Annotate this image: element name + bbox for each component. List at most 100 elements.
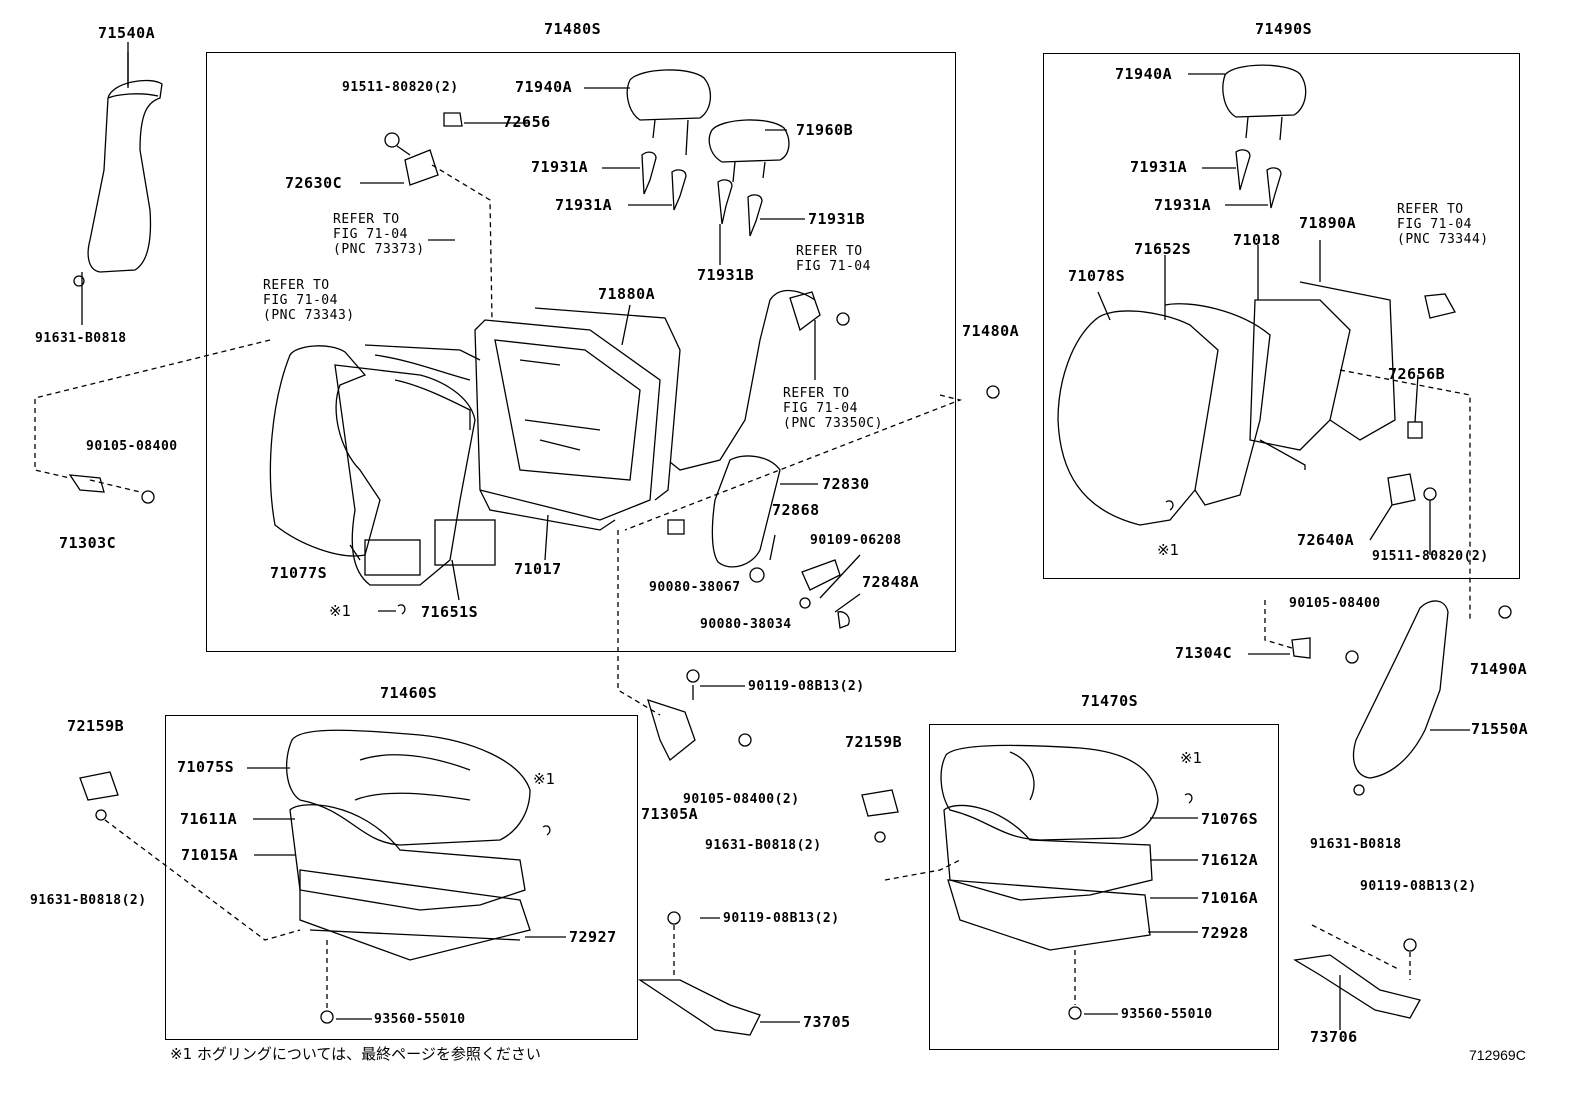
part-label-71550a: 71550A bbox=[1471, 720, 1529, 738]
group-label-71490s: 71490S bbox=[1255, 20, 1313, 38]
part-label-91631-b0818-2-right: 91631-B0818(2) bbox=[705, 838, 822, 853]
group-box-71460s bbox=[165, 715, 638, 1040]
part-label-71651s: 71651S bbox=[421, 603, 479, 621]
bracket-72630c-shape bbox=[404, 149, 439, 186]
frame-72927-shape bbox=[299, 869, 531, 961]
part-label-91631-b0818-right: 91631-B0818 bbox=[1310, 837, 1402, 852]
part-label-71540a: 71540A bbox=[98, 24, 156, 42]
refer-note-73343: REFER TO FIG 71-04 (PNC 73343) bbox=[263, 278, 355, 323]
refer-note-71-04: REFER TO FIG 71-04 bbox=[796, 244, 871, 274]
part-label-71612a: 71612A bbox=[1201, 851, 1259, 869]
part-label-71015a: 71015A bbox=[181, 846, 239, 864]
frame-72928-shape bbox=[947, 879, 1151, 951]
frame-71017-shape bbox=[474, 319, 661, 521]
group-box-71470s bbox=[929, 724, 1279, 1050]
part-label-71931a-r1: 71931A bbox=[1130, 158, 1188, 176]
bracket-71304c-shape bbox=[1291, 637, 1311, 659]
part-label-71490a: 71490A bbox=[1470, 660, 1528, 678]
part-label-90105-08400-center: 90105-08400(2) bbox=[683, 792, 800, 807]
armrest-cover-left-shape bbox=[87, 79, 163, 273]
figure-id: 712969C bbox=[1469, 1047, 1526, 1063]
bracket-73705-shape bbox=[637, 979, 761, 1036]
part-label-71940a-right: 71940A bbox=[1115, 65, 1173, 83]
clip-72159b-left-shape bbox=[79, 771, 119, 801]
part-label-72656b: 72656B bbox=[1388, 365, 1446, 383]
seatback-rear-shape bbox=[334, 364, 476, 586]
part-label-71931a-2: 71931A bbox=[555, 196, 613, 214]
part-label-90080-38067: 90080-38067 bbox=[649, 580, 741, 595]
part-label-90105-08400-right: 90105-08400 bbox=[1289, 596, 1381, 611]
armrest-cover-right-shape bbox=[1352, 600, 1449, 779]
cushion-71076s-shape bbox=[940, 744, 1159, 841]
part-label-72928: 72928 bbox=[1201, 924, 1249, 942]
footnote: ※1 ホグリングについては、最終ページを参照ください bbox=[170, 1045, 541, 1063]
hog-ring-mark-c: ※1 bbox=[1157, 541, 1180, 559]
part-label-71017: 71017 bbox=[514, 560, 562, 578]
headrest-71960b-shape bbox=[708, 119, 790, 163]
part-label-72868: 72868 bbox=[772, 501, 820, 519]
headrest-71940a-right-shape bbox=[1222, 64, 1307, 118]
headrest-71940a-left-shape bbox=[626, 69, 711, 121]
bracket-73706-shape bbox=[1293, 954, 1421, 1019]
part-label-71931b-right: 71931B bbox=[808, 210, 866, 228]
part-label-71931a-1: 71931A bbox=[531, 158, 589, 176]
hog-ring-mark-b: ※1 bbox=[533, 770, 556, 788]
part-label-71304c: 71304C bbox=[1175, 644, 1233, 662]
bracket-71305a-shape bbox=[647, 698, 696, 762]
part-label-72159b-left: 72159B bbox=[67, 717, 125, 735]
part-label-71480a: 71480A bbox=[962, 322, 1020, 340]
part-label-72927: 72927 bbox=[569, 928, 617, 946]
refer-note-73373: REFER TO FIG 71-04 (PNC 73373) bbox=[333, 212, 425, 257]
part-label-72656: 72656 bbox=[503, 113, 551, 131]
part-label-72159b-right: 72159B bbox=[845, 733, 903, 751]
part-label-71016a: 71016A bbox=[1201, 889, 1259, 907]
part-label-71076s: 71076S bbox=[1201, 810, 1259, 828]
refer-note-73350c: REFER TO FIG 71-04 (PNC 73350C) bbox=[783, 386, 883, 431]
seatback-71077s-shape bbox=[269, 345, 381, 557]
part-label-71652s: 71652S bbox=[1134, 240, 1192, 258]
part-label-72630c: 72630C bbox=[285, 174, 343, 192]
part-label-71880a: 71880A bbox=[598, 285, 656, 303]
part-label-72640a: 72640A bbox=[1297, 531, 1355, 549]
part-label-72848a: 72848A bbox=[862, 573, 920, 591]
seat-belt-shape bbox=[669, 289, 816, 471]
part-label-90080-38034: 90080-38034 bbox=[700, 617, 792, 632]
part-label-71305a: 71305A bbox=[641, 805, 699, 823]
part-label-90109-06208: 90109-06208 bbox=[810, 533, 902, 548]
group-label-71470s: 71470S bbox=[1081, 692, 1139, 710]
group-box-71490s bbox=[1043, 53, 1520, 579]
part-label-71078s: 71078S bbox=[1068, 267, 1126, 285]
hog-ring-mark-a: ※1 bbox=[329, 602, 352, 620]
group-label-71460s: 71460S bbox=[380, 684, 438, 702]
part-label-73705: 73705 bbox=[803, 1013, 851, 1031]
part-label-90119-08b13-right: 90119-08B13(2) bbox=[1360, 879, 1477, 894]
part-label-71960b: 71960B bbox=[796, 121, 854, 139]
part-label-90119-08b13-bottom: 90119-08B13(2) bbox=[723, 911, 840, 926]
part-label-72830: 72830 bbox=[822, 475, 870, 493]
seatback-71078s-shape bbox=[1057, 310, 1219, 526]
part-label-71018: 71018 bbox=[1233, 231, 1281, 249]
part-label-93560-55010-right: 93560-55010 bbox=[1121, 1007, 1213, 1022]
pad-71612a-shape bbox=[943, 804, 1153, 901]
part-label-71931a-r2: 71931A bbox=[1154, 196, 1212, 214]
part-label-93560-55010-left: 93560-55010 bbox=[374, 1012, 466, 1027]
group-box-71480s bbox=[206, 52, 956, 652]
part-label-90105-08400-left: 90105-08400 bbox=[86, 439, 178, 454]
part-label-91511-80820-right: 91511-80820(2) bbox=[1372, 549, 1489, 564]
part-label-71940a-left: 71940A bbox=[515, 78, 573, 96]
bracket-71303c-shape bbox=[68, 474, 105, 493]
bracket-72640a-shape bbox=[1387, 473, 1416, 506]
part-label-71611a: 71611A bbox=[180, 810, 238, 828]
part-label-71303c: 71303C bbox=[59, 534, 117, 552]
refer-note-73344: REFER TO FIG 71-04 (PNC 73344) bbox=[1397, 202, 1489, 247]
pad-71611a-shape bbox=[289, 804, 526, 911]
pad-72830-shape bbox=[711, 455, 781, 568]
cushion-71075s-shape bbox=[286, 729, 531, 846]
part-label-91511-80820: 91511-80820(2) bbox=[342, 80, 459, 95]
group-label-71480s: 71480S bbox=[544, 20, 602, 38]
part-label-71890a: 71890A bbox=[1299, 214, 1357, 232]
part-label-91631-b0818-tl: 91631-B0818 bbox=[35, 331, 127, 346]
part-label-71931b-bottom: 71931B bbox=[697, 266, 755, 284]
